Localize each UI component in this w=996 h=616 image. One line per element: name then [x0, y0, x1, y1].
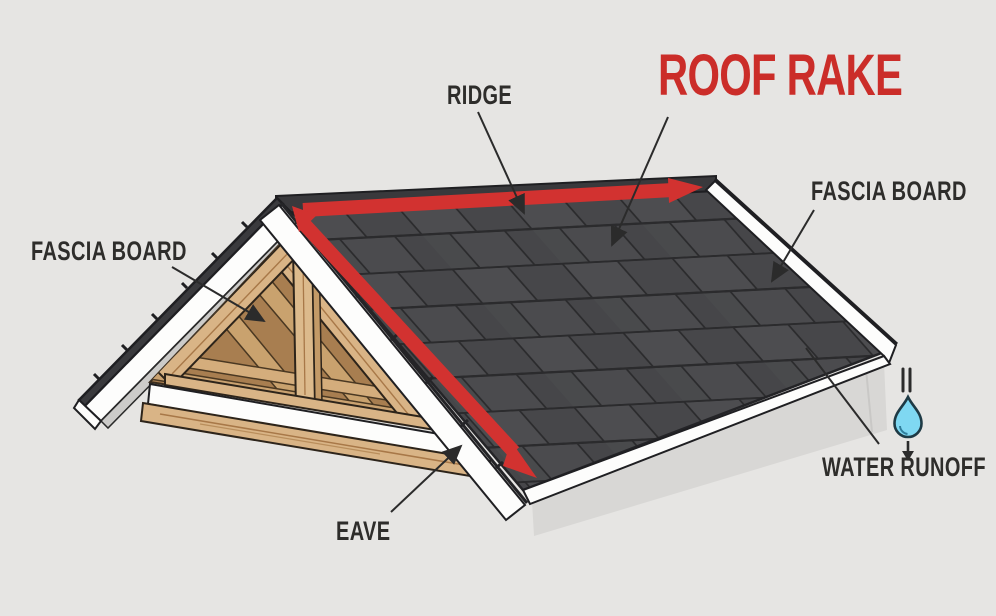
eave-fascia — [521, 354, 892, 506]
fascia-left-leader — [171, 266, 266, 323]
roof-rake-arrow — [292, 206, 537, 478]
label-ridge: RIDGE — [447, 80, 513, 110]
eave-leader — [390, 444, 463, 513]
down-arrow-icon — [902, 441, 914, 461]
roof-rake-leader — [610, 116, 669, 247]
water-droplet-icon — [893, 394, 923, 439]
water-runoff-leader — [805, 347, 880, 445]
fascia-right-leader — [770, 209, 815, 283]
gable-bottom-chords — [139, 372, 492, 481]
page-title: ROOF RAKE — [658, 43, 903, 108]
label-eave: EAVE — [336, 516, 391, 546]
leader-lines — [171, 111, 880, 513]
ridge-arrow — [302, 178, 703, 217]
label-fascia-board-right: FASCIA BOARD — [811, 176, 967, 206]
runoff-lines-icon — [901, 367, 912, 393]
house-wall — [532, 362, 887, 536]
ridge-leader — [477, 111, 525, 215]
label-fascia-board-left: FASCIA BOARD — [31, 236, 187, 266]
label-water-runoff: WATER RUNOFF — [822, 452, 986, 482]
water-runoff-icon — [893, 367, 923, 461]
